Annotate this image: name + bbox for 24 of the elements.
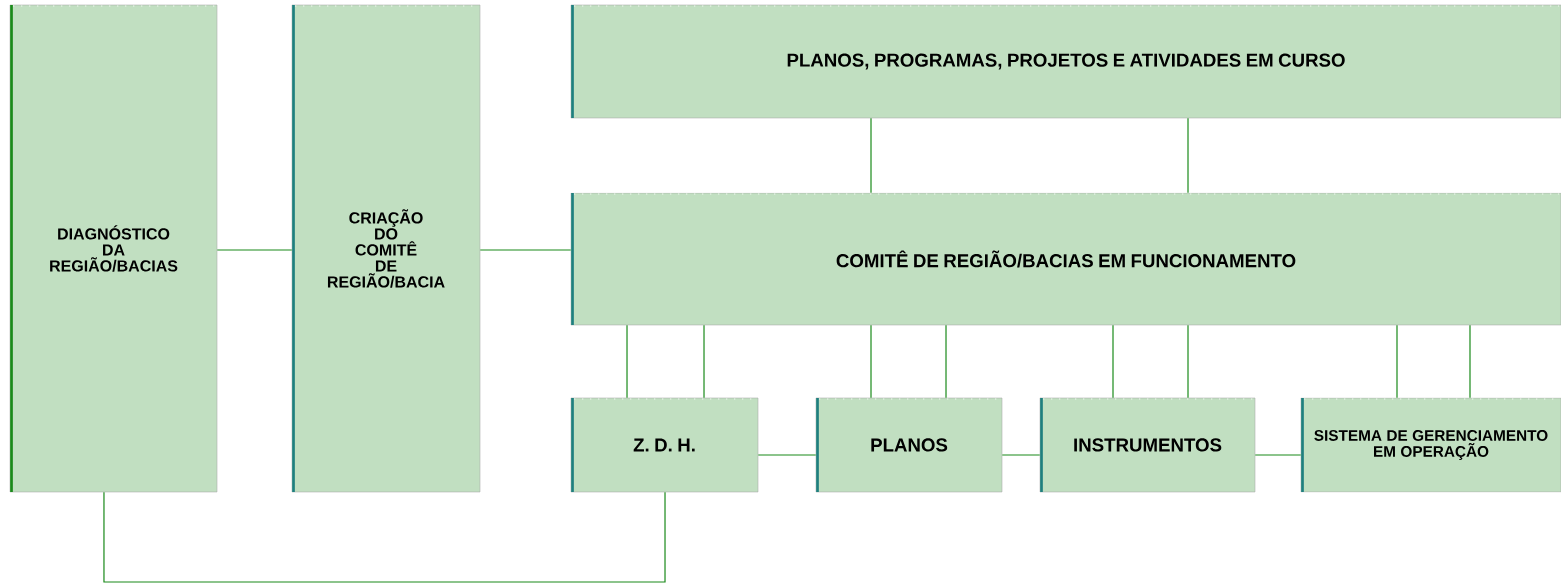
connector-line	[1187, 117, 1189, 194]
connector-line	[1396, 324, 1398, 399]
connector-line	[479, 249, 572, 251]
connector-line	[945, 324, 947, 399]
connector-line	[1001, 454, 1041, 456]
process-box: PLANOS, PROGRAMAS, PROJETOS E ATIVIDADES EM CURSO	[570, 4, 1561, 119]
connector-line	[1112, 324, 1114, 399]
connector-line	[870, 117, 872, 194]
process-box: DIAGNÓSTICO DA REGIÃO/BACIAS	[9, 4, 218, 493]
connector-line	[1254, 454, 1302, 456]
process-box: PLANOS	[815, 397, 1003, 493]
connector-line	[870, 324, 872, 399]
connector-line	[626, 324, 628, 399]
process-box: SISTEMA DE GERENCIAMENTO EM OPERAÇÃO	[1300, 397, 1561, 493]
connector-line	[703, 324, 705, 399]
connector-line	[1469, 324, 1471, 399]
process-box: COMITÊ DE REGIÃO/BACIAS EM FUNCIONAMENTO	[570, 192, 1561, 326]
connector-line	[216, 249, 293, 251]
connector-line	[757, 454, 817, 456]
process-box: INSTRUMENTOS	[1039, 397, 1256, 493]
connector-line	[103, 491, 666, 583]
process-box: CRIAÇÃO DO COMITÊ DE REGIÃO/BACIA	[291, 4, 481, 493]
process-box: Z. D. H.	[570, 397, 759, 493]
connector-line	[1187, 324, 1189, 399]
